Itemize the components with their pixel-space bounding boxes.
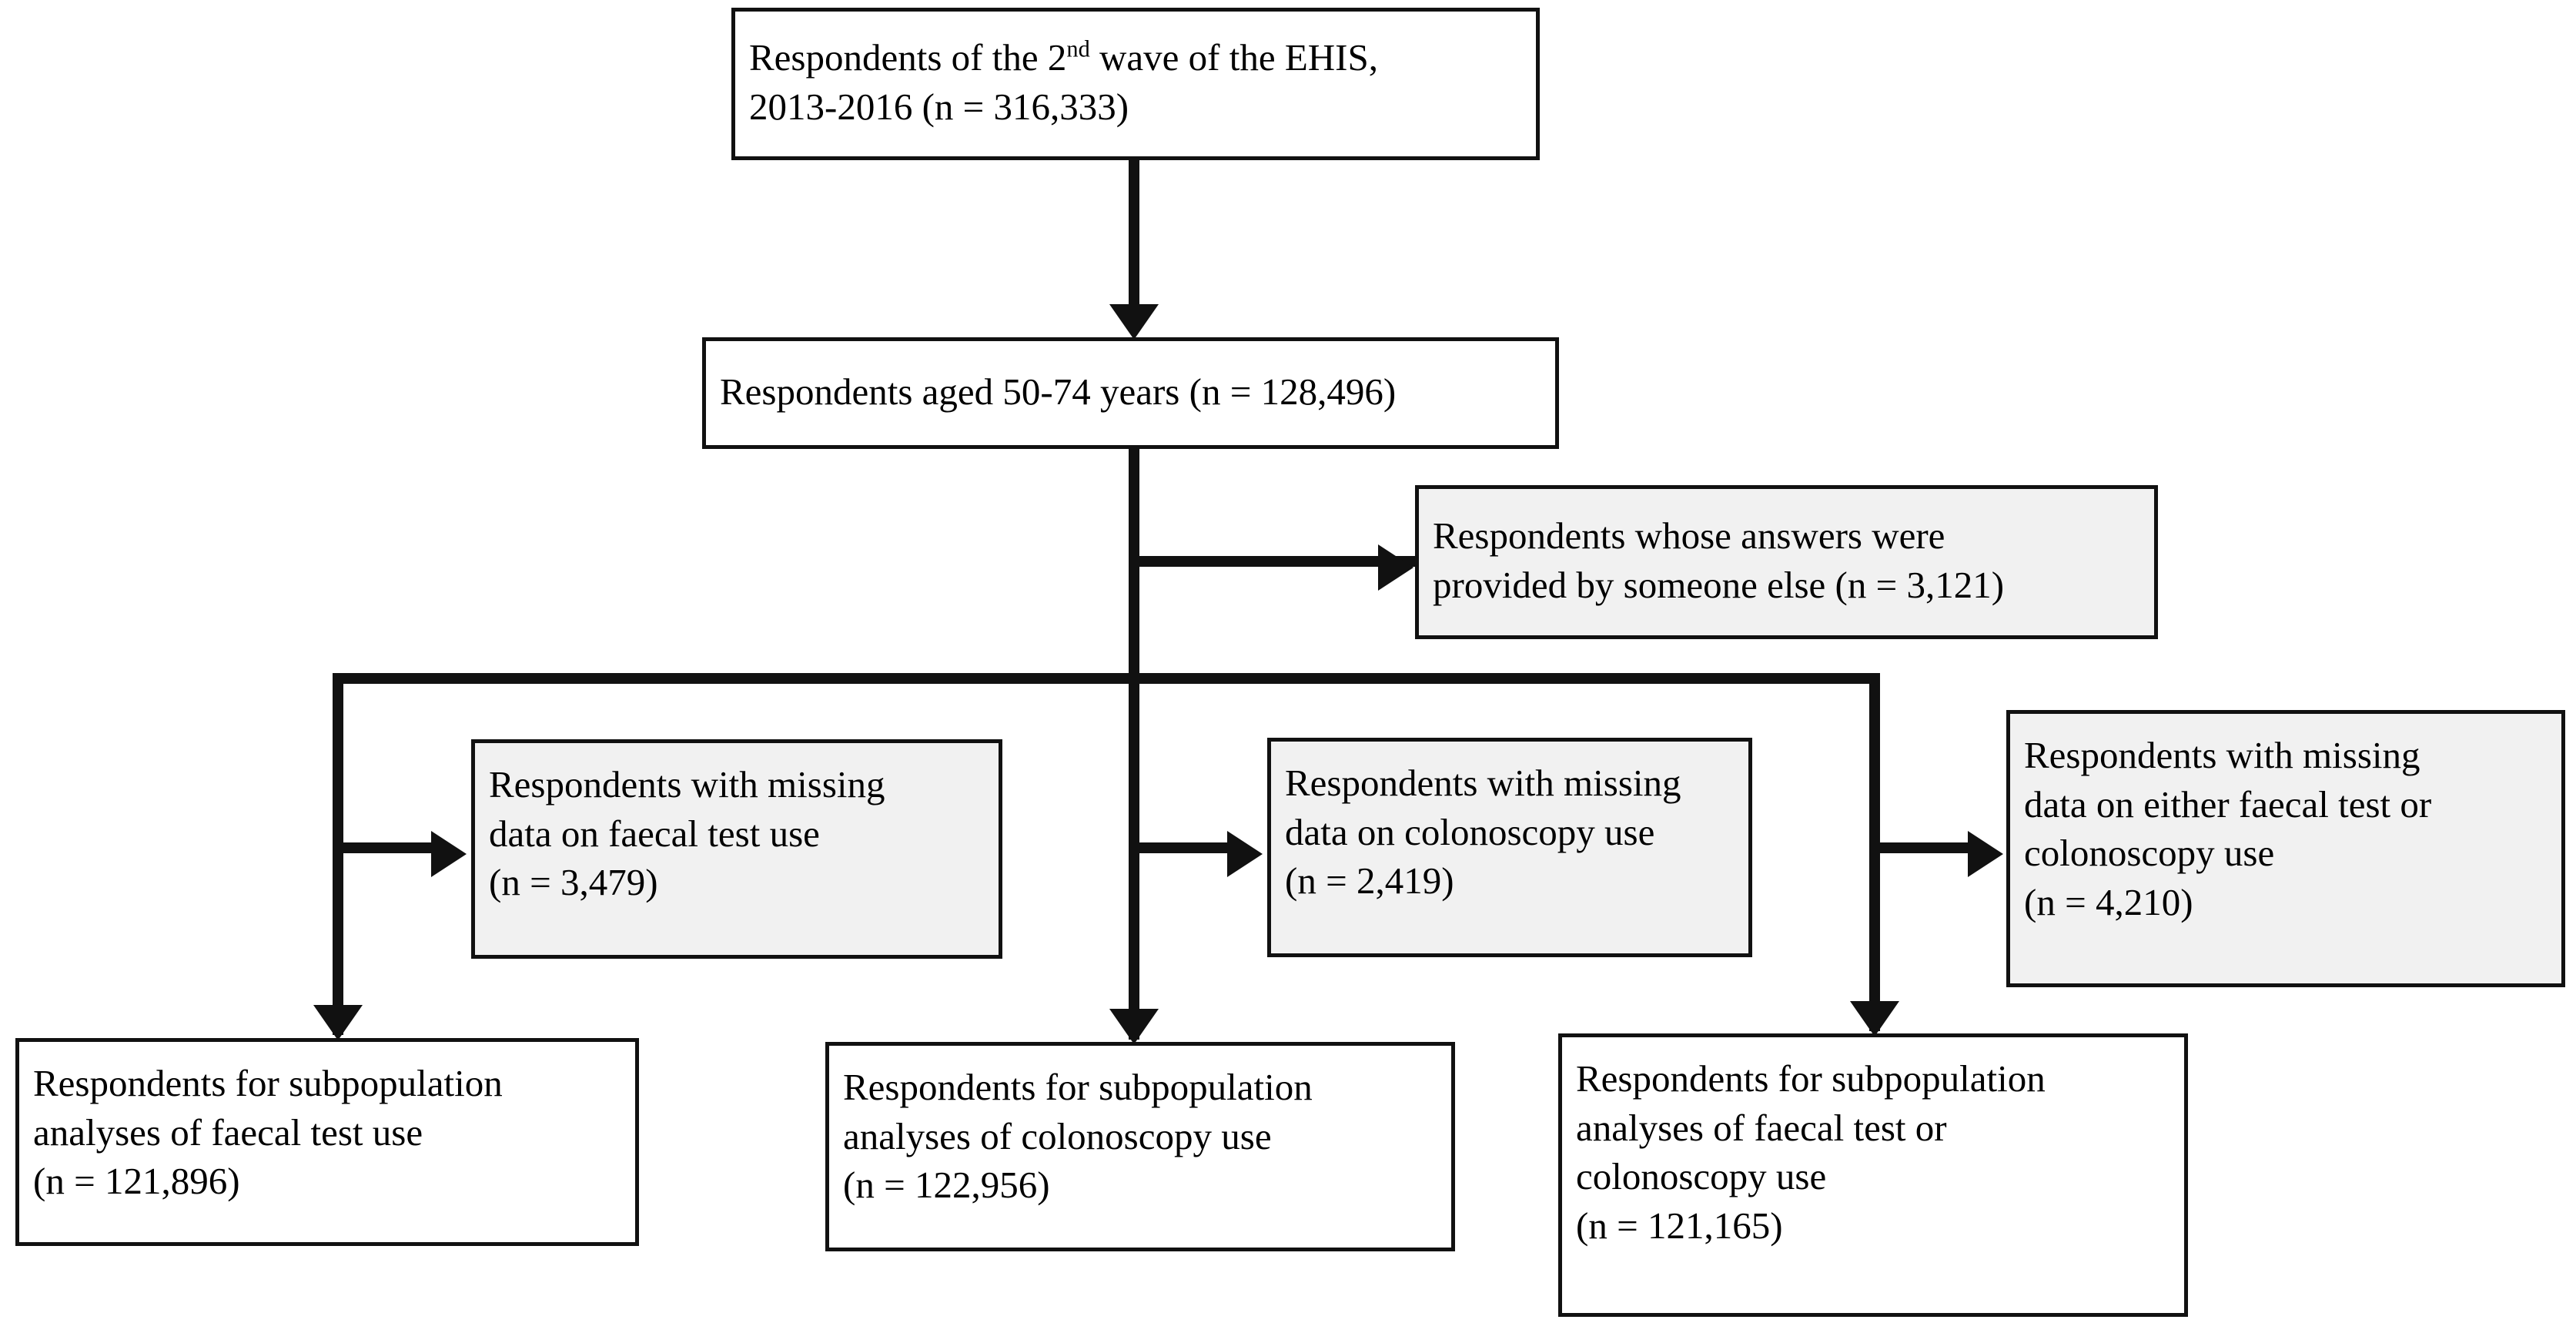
connector-source-to-age	[1129, 158, 1139, 312]
excluded-either-line1: Respondents with missing	[2024, 734, 2420, 776]
node-subpopulation-faecal-test[interactable]: Respondents for subpopulation analyses o…	[15, 1038, 639, 1246]
node-excluded-missing-colonoscopy[interactable]: Respondents with missing data on colonos…	[1267, 738, 1752, 957]
node-excluded-colonoscopy-text: Respondents with missing data on colonos…	[1271, 742, 1748, 913]
excluded-colonoscopy-line2: data on colonoscopy use	[1285, 810, 1655, 853]
node-excluded-missing-faecal[interactable]: Respondents with missing data on faecal …	[471, 739, 1002, 959]
arrowhead-to-missing-either	[1968, 831, 2003, 877]
arrowhead-to-missing-faecal	[431, 831, 467, 877]
result-faecal-line2: analyses of faecal test use	[33, 1110, 423, 1154]
node-excluded-proxy-text: Respondents whose answers were provided …	[1419, 507, 2154, 617]
node-age-eligible-text: Respondents aged 50-74 years (n = 128,49…	[720, 370, 1397, 413]
excluded-either-line3: colonoscopy use	[2024, 832, 2275, 875]
result-either-line4: (n = 121,165)	[1576, 1204, 1783, 1248]
arrowhead-to-proxy-exclusion	[1378, 544, 1413, 591]
arrowhead-source-to-age	[1109, 304, 1159, 340]
result-either-line3: colonoscopy use	[1576, 1155, 1827, 1198]
node-excluded-either-text: Respondents with missing data on either …	[2010, 714, 2561, 935]
result-colonoscopy-line3: (n = 122,956)	[843, 1164, 1050, 1207]
node-source-population[interactable]: Respondents of the 2nd wave of the EHIS,…	[731, 8, 1540, 160]
node-age-eligible[interactable]: Respondents aged 50-74 years (n = 128,49…	[702, 337, 1559, 449]
arrowhead-to-faecal-result	[313, 1005, 363, 1040]
excluded-colonoscopy-line1: Respondents with missing	[1285, 762, 1681, 804]
excluded-either-line4: (n = 4,210)	[2024, 881, 2193, 924]
result-faecal-line1: Respondents for subpopulation	[33, 1062, 503, 1104]
connector-to-proxy-exclusion	[1129, 556, 1421, 567]
node-excluded-proxy-answers[interactable]: Respondents whose answers were provided …	[1415, 485, 2158, 639]
connector-to-missing-either	[1869, 842, 1977, 853]
connector-to-missing-colonoscopy	[1129, 842, 1236, 853]
node-subpopulation-colonoscopy[interactable]: Respondents for subpopulation analyses o…	[825, 1042, 1455, 1251]
excluded-proxy-line1: Respondents whose answers were	[1433, 514, 1945, 558]
excluded-proxy-line2: provided by someone else (n = 3,121)	[1433, 564, 2005, 606]
connector-to-missing-faecal	[333, 842, 440, 853]
result-either-line1: Respondents for subpopulation	[1576, 1057, 2046, 1100]
result-colonoscopy-line1: Respondents for subpopulation	[843, 1066, 1313, 1108]
source-line1-prefix: Respondents of the 2	[749, 36, 1067, 79]
source-line2: 2013-2016 (n = 316,333)	[749, 85, 1129, 128]
connector-main-spine	[1129, 447, 1139, 1040]
arrowhead-spine-to-colonoscopy-result	[1109, 1009, 1159, 1044]
connector-distribution-bus	[333, 673, 1880, 684]
excluded-faecal-line2: data on faecal test use	[489, 812, 820, 855]
node-source-population-text: Respondents of the 2nd wave of the EHIS,…	[735, 28, 1536, 139]
node-excluded-missing-either[interactable]: Respondents with missing data on either …	[2006, 710, 2565, 987]
source-line1-suffix: wave of the EHIS,	[1089, 36, 1378, 79]
excluded-colonoscopy-line3: (n = 2,419)	[1285, 859, 1454, 903]
excluded-faecal-line3: (n = 3,479)	[489, 861, 658, 904]
node-result-faecal-text: Respondents for subpopulation analyses o…	[19, 1042, 635, 1214]
node-subpopulation-either[interactable]: Respondents for subpopulation analyses o…	[1558, 1033, 2188, 1317]
node-result-either-text: Respondents for subpopulation analyses o…	[1562, 1037, 2184, 1258]
node-excluded-faecal-text: Respondents with missing data on faecal …	[475, 743, 999, 915]
result-colonoscopy-line2: analyses of colonoscopy use	[843, 1114, 1272, 1157]
source-ordinal-suffix: nd	[1066, 35, 1090, 62]
arrowhead-to-missing-colonoscopy	[1227, 831, 1263, 877]
arrowhead-to-either-result	[1850, 1001, 1899, 1037]
excluded-either-line2: data on either faecal test or	[2024, 782, 2432, 826]
node-result-colonoscopy-text: Respondents for subpopulation analyses o…	[829, 1046, 1451, 1217]
result-either-line2: analyses of faecal test or	[1576, 1106, 1947, 1149]
result-faecal-line3: (n = 121,896)	[33, 1160, 240, 1203]
excluded-faecal-line1: Respondents with missing	[489, 763, 885, 805]
connector-left-branch	[333, 673, 343, 1035]
